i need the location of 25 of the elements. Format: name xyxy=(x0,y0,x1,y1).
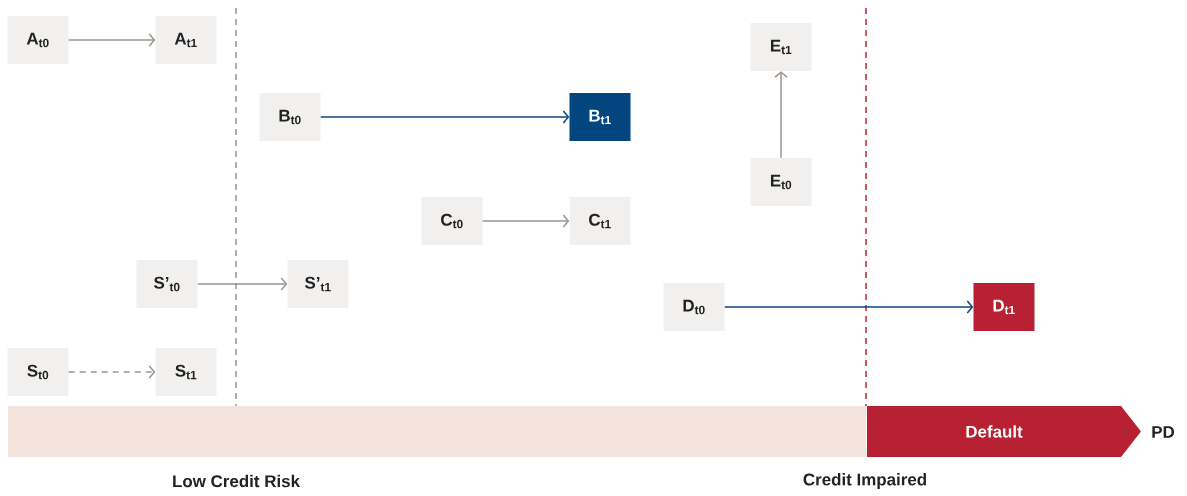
state-box: C$_{t0}$ xyxy=(421,197,483,245)
state-box: A$_{t1}$ xyxy=(155,16,217,64)
state-box: S’$_{t0}$ xyxy=(136,260,198,308)
state-box: E$_{t1}$ xyxy=(750,23,812,71)
state-box: S’$_{t1}$ xyxy=(287,260,349,308)
state-box: C$_{t1}$ xyxy=(569,197,631,245)
axis-label: Low Credit Risk xyxy=(173,474,300,488)
state-box: E$_{t0}$ xyxy=(750,158,812,206)
state-box: B$_{t0}$ xyxy=(259,93,321,141)
arrow xyxy=(774,71,788,159)
default-band: Default xyxy=(866,406,1141,457)
state-box: S$_{t0}$ xyxy=(7,348,69,396)
state-box: D$_{t1}$ xyxy=(973,283,1035,331)
scale-band xyxy=(8,406,866,457)
arrow xyxy=(723,300,974,314)
arrow xyxy=(481,214,570,228)
state-box: S$_{t1}$ xyxy=(155,348,217,396)
arrow xyxy=(319,110,570,124)
state-box: B$_{t1}$ xyxy=(569,93,631,141)
axis-label: Credit Impaired xyxy=(803,473,926,489)
arrow xyxy=(67,33,156,47)
arrow xyxy=(67,365,156,379)
state-box: D$_{t0}$ xyxy=(663,283,725,331)
arrow xyxy=(196,277,288,291)
state-box: A$_{t0}$ xyxy=(7,16,69,64)
